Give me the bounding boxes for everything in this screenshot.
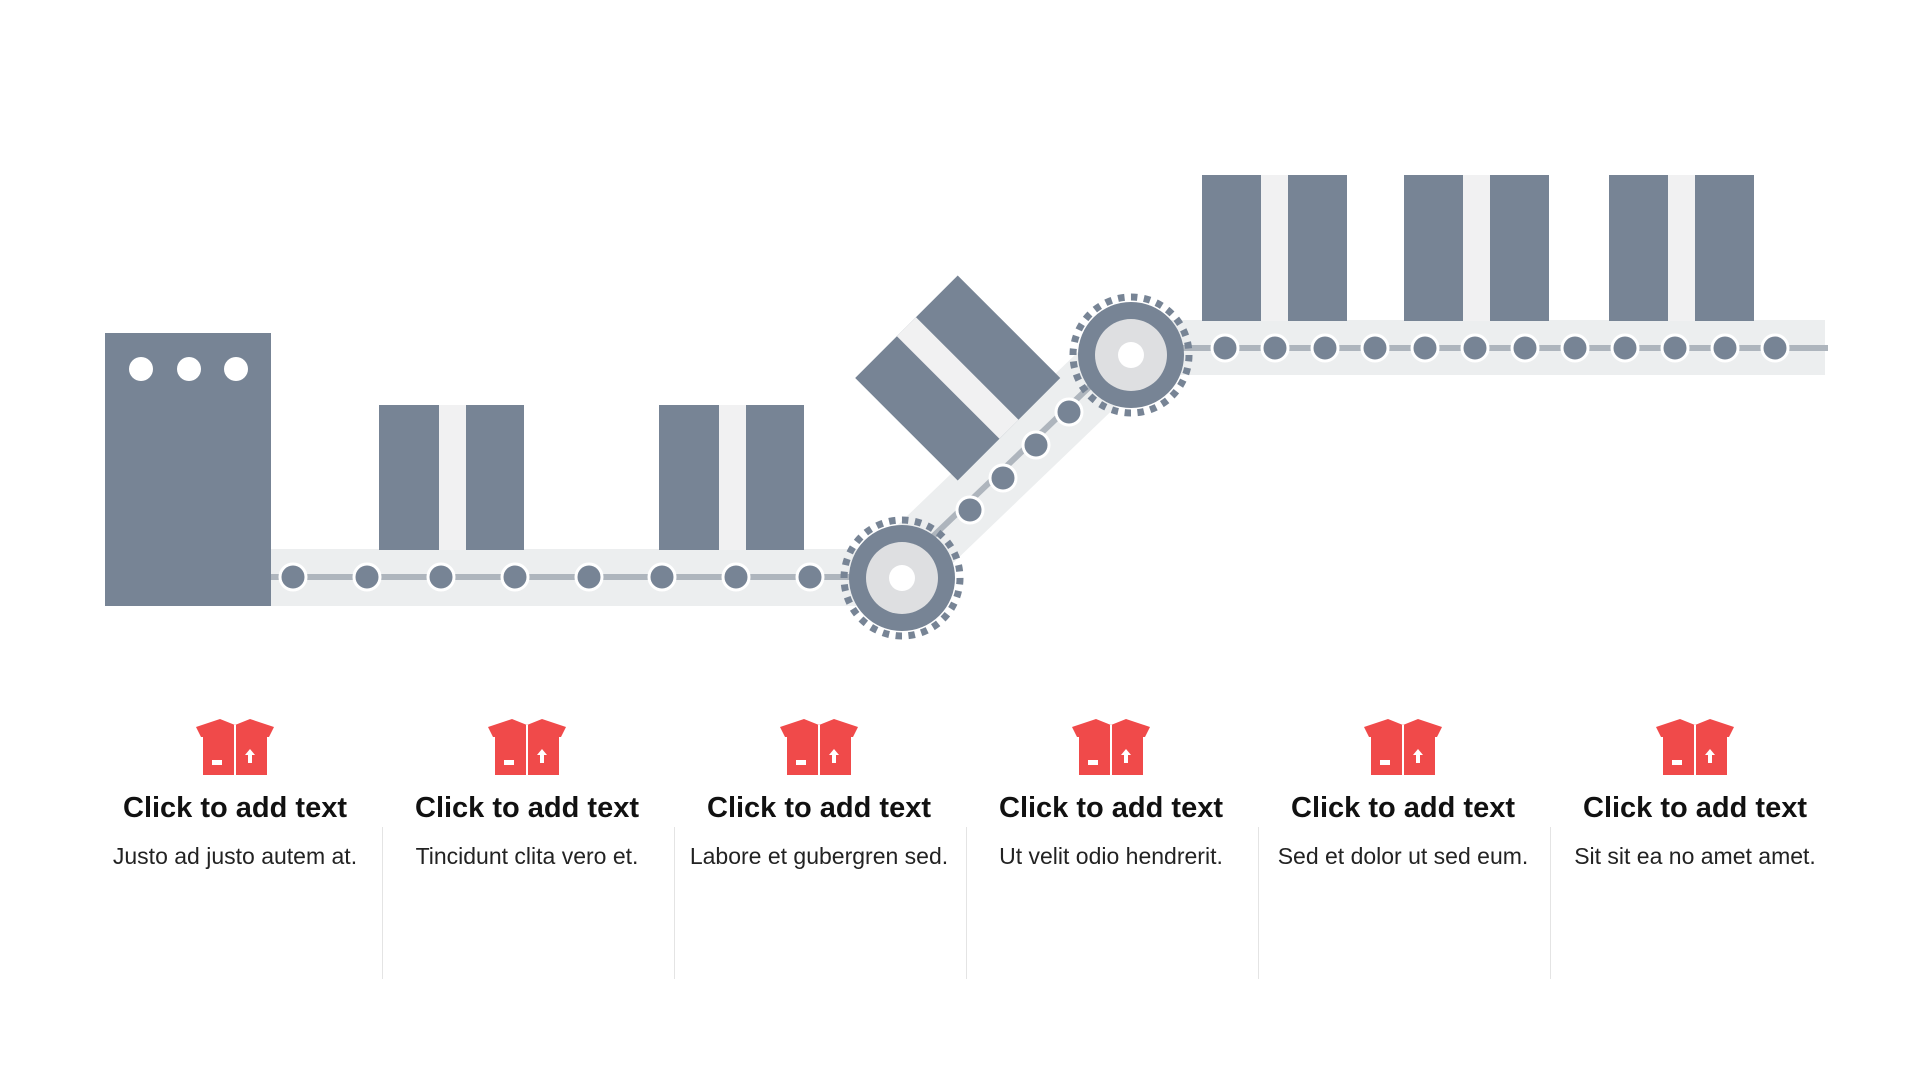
- column-divider: [674, 827, 675, 979]
- package-icon: [659, 405, 804, 550]
- roller: [647, 562, 677, 592]
- step-2: Click to add text Tincidunt clita vero e…: [397, 715, 657, 874]
- roller: [795, 562, 825, 592]
- roller: [1310, 333, 1340, 363]
- roller: [1610, 333, 1640, 363]
- step-description[interactable]: Labore et gubergren sed.: [689, 843, 949, 869]
- step-title[interactable]: Click to add text: [1583, 792, 1807, 824]
- lower-rollers: [278, 562, 825, 592]
- column-divider: [1550, 827, 1551, 979]
- column-divider: [1258, 827, 1259, 979]
- roller: [500, 562, 530, 592]
- roller: [1054, 397, 1084, 427]
- roller: [426, 562, 456, 592]
- gear-icon: [1069, 293, 1193, 417]
- open-box-icon: [780, 719, 858, 775]
- step-description[interactable]: Ut velit odio hendrerit.: [999, 843, 1223, 869]
- upper-rollers: [1210, 333, 1790, 363]
- step-1: Click to add text Justo ad justo autem a…: [105, 715, 365, 874]
- roller: [1510, 333, 1540, 363]
- roller: [1260, 333, 1290, 363]
- roller: [1021, 430, 1051, 460]
- roller: [1360, 333, 1390, 363]
- step-description[interactable]: Sed et dolor ut sed eum.: [1277, 843, 1529, 869]
- package-icon: [1609, 175, 1754, 321]
- roller: [352, 562, 382, 592]
- column-divider: [382, 827, 383, 979]
- machine-icon: [105, 333, 271, 606]
- step-title[interactable]: Click to add text: [1291, 792, 1515, 824]
- roller: [574, 562, 604, 592]
- package-icon: [1202, 175, 1347, 321]
- roller: [1210, 333, 1240, 363]
- roller: [1460, 333, 1490, 363]
- roller: [1710, 333, 1740, 363]
- roller: [1660, 333, 1690, 363]
- package-icon: [379, 405, 524, 550]
- gear-icon: [840, 516, 964, 640]
- step-title[interactable]: Click to add text: [707, 792, 931, 824]
- step-6: Click to add text Sit sit ea no amet ame…: [1565, 715, 1825, 874]
- open-box-icon: [196, 719, 274, 775]
- step-5: Click to add text Sed et dolor ut sed eu…: [1273, 715, 1533, 874]
- step-title[interactable]: Click to add text: [415, 792, 639, 824]
- open-box-icon: [488, 719, 566, 775]
- roller: [721, 562, 751, 592]
- roller: [988, 463, 1018, 493]
- package-icon: [1404, 175, 1549, 321]
- step-title[interactable]: Click to add text: [123, 792, 347, 824]
- roller: [278, 562, 308, 592]
- open-box-icon: [1656, 719, 1734, 775]
- step-4: Click to add text Ut velit odio hendreri…: [981, 715, 1241, 874]
- roller: [1560, 333, 1590, 363]
- open-box-icon: [1364, 719, 1442, 775]
- step-description[interactable]: Sit sit ea no amet amet.: [1574, 843, 1816, 869]
- diagonal-rollers: [955, 397, 1084, 525]
- roller: [955, 495, 985, 525]
- step-title[interactable]: Click to add text: [999, 792, 1223, 824]
- roller: [1760, 333, 1790, 363]
- roller: [1410, 333, 1440, 363]
- open-box-icon: [1072, 719, 1150, 775]
- steps-row: Click to add text Justo ad justo autem a…: [0, 715, 1920, 1015]
- column-divider: [966, 827, 967, 979]
- step-description[interactable]: Justo ad justo autem at.: [112, 843, 358, 869]
- step-description[interactable]: Tincidunt clita vero et.: [415, 843, 639, 869]
- package-icon: [855, 275, 1061, 481]
- step-3: Click to add text Labore et gubergren se…: [689, 715, 949, 874]
